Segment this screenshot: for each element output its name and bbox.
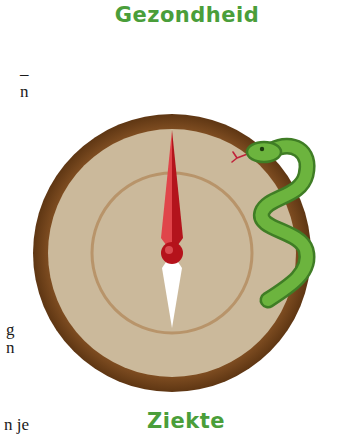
south-needle [162,253,182,328]
top-label: Gezondheid [115,3,260,27]
needle-pivot [161,242,183,264]
text-fragment: n je [4,415,29,435]
text-fragment: g [6,320,15,340]
compass-rim [33,114,311,392]
text-fragment: n [20,82,29,102]
pivot-highlight [165,246,173,254]
bottom-label: Ziekte [147,409,225,433]
text-fragment: n [6,338,15,358]
text-fragment: – [20,64,29,84]
north-needle [161,130,183,253]
snake [247,142,307,300]
compass-face [48,129,296,377]
